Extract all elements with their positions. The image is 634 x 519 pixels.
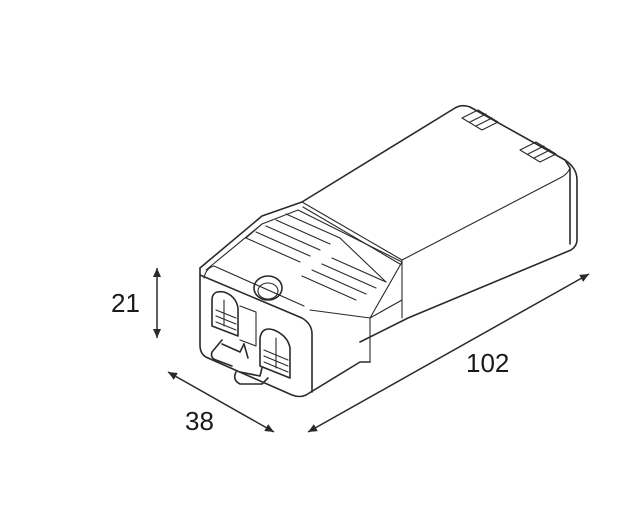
- terminal-vent-slots: [245, 213, 387, 301]
- height-dimension-label: 21: [111, 288, 140, 318]
- screw-hole: [253, 275, 283, 301]
- length-dimension: 102: [307, 273, 590, 433]
- height-dimension: 21: [111, 268, 161, 338]
- length-dimension-line: [307, 273, 590, 433]
- device-housing: [199, 104, 578, 398]
- terminal-socket-right: [259, 328, 291, 379]
- back-vent-slots: [461, 109, 557, 163]
- width-dimension-line: [167, 371, 275, 433]
- width-dimension: 38: [167, 371, 275, 436]
- length-dimension-label: 102: [466, 348, 509, 378]
- width-dimension-label: 38: [185, 406, 214, 436]
- terminal-socket-left: [211, 290, 239, 337]
